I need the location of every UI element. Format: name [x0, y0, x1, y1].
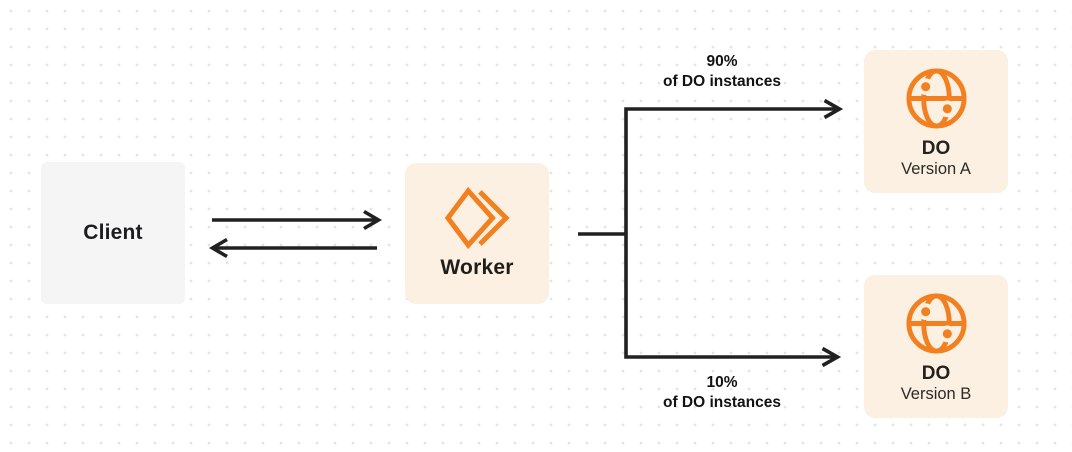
worker-node: Worker — [405, 163, 549, 304]
arrowhead-right-icon — [363, 209, 383, 231]
do-version-b-node: DO Version B — [864, 275, 1008, 418]
top-branch-label: 90% of DO instances — [597, 52, 847, 92]
top-branch-percentage: 90% — [706, 53, 738, 70]
globe-icon — [905, 67, 968, 130]
arrowhead-left-icon — [208, 237, 228, 259]
client-label: Client — [83, 221, 143, 244]
globe-icon — [905, 292, 968, 355]
client-node: Client — [41, 162, 185, 304]
arrowhead-top-branch-icon — [823, 98, 844, 120]
do-a-title: DO — [921, 138, 951, 159]
bottom-branch-caption: of DO instances — [663, 394, 781, 411]
bottom-branch-label: 10% of DO instances — [597, 373, 847, 413]
bottom-branch-percentage: 10% — [706, 374, 738, 391]
arrowhead-bottom-branch-icon — [821, 346, 842, 368]
do-b-title: DO — [921, 363, 951, 384]
top-branch-caption: of DO instances — [663, 73, 781, 90]
do-version-a-node: DO Version A — [864, 50, 1008, 193]
do-a-subtitle: Version A — [901, 160, 971, 178]
do-b-subtitle: Version B — [900, 385, 972, 403]
worker-label: Worker — [440, 256, 514, 279]
branch-trunk-line — [624, 107, 838, 359]
workers-logo-icon — [444, 187, 510, 249]
